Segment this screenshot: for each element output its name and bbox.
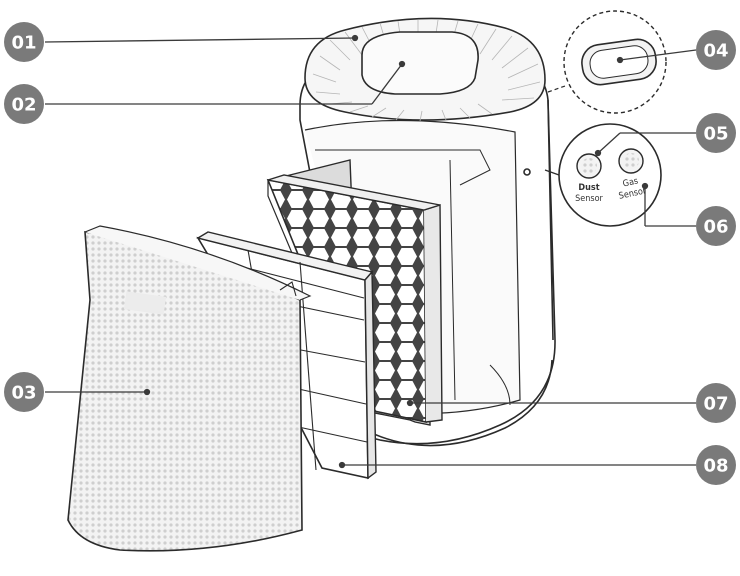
- callout-06-label: 06: [703, 217, 728, 238]
- leader-dot-06: [641, 182, 649, 190]
- dust-sensor-icon: [576, 153, 602, 179]
- callout-badges: 01 02 03 04 05 06 07 08: [4, 22, 736, 485]
- callout-02-label: 02: [11, 95, 36, 116]
- dust-sensor-line2: Sensor: [575, 194, 603, 204]
- leader-dot-01: [351, 34, 359, 42]
- callout-08: 08: [696, 445, 736, 485]
- callout-03-label: 03: [11, 383, 36, 404]
- leader-lines: [44, 34, 697, 469]
- callout-05-label: 05: [703, 124, 728, 145]
- callout-07-label: 07: [703, 394, 728, 415]
- callout-06: 06: [696, 206, 736, 246]
- leader-04: [619, 49, 697, 61]
- leader-02b: [371, 63, 403, 105]
- callout-02: 02: [4, 84, 44, 124]
- button-detail: [547, 10, 667, 114]
- front-cover: [67, 225, 312, 552]
- sensor-detail: Dust Sensor Gas Sensor: [544, 123, 662, 227]
- leader-dot-05: [594, 149, 602, 157]
- top-lid: [304, 17, 546, 122]
- leader-dot-07: [406, 399, 414, 407]
- leader-01: [44, 37, 356, 43]
- callout-05: 05: [696, 113, 736, 153]
- callout-01-label: 01: [11, 33, 36, 54]
- callout-01: 01: [4, 22, 44, 62]
- leader-05a: [597, 132, 621, 154]
- leader-dot-03: [143, 388, 151, 396]
- gas-sensor-icon: [618, 148, 644, 174]
- gas-sensor-line1: Gas: [622, 177, 639, 190]
- leader-dot-08: [338, 461, 346, 469]
- callout-04: 04: [696, 30, 736, 70]
- callout-07: 07: [696, 383, 736, 423]
- callout-03: 03: [4, 372, 44, 412]
- leader-dot-04: [616, 56, 624, 64]
- callout-04-label: 04: [703, 41, 728, 62]
- callout-08-label: 08: [703, 456, 728, 477]
- dust-sensor-line1: Dust: [578, 183, 599, 193]
- leader-dot-02: [398, 60, 406, 68]
